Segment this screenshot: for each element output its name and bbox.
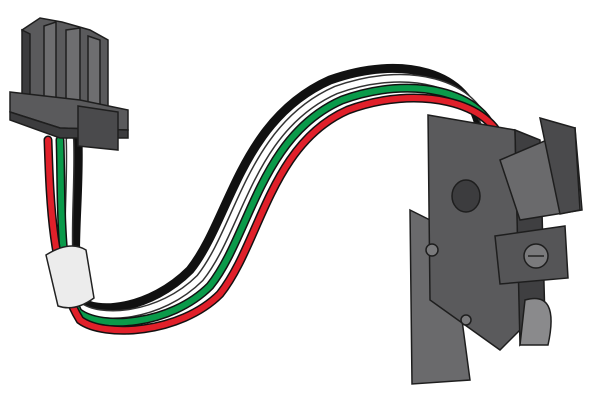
wire-sleeve: [45, 245, 95, 309]
mounting-hole: [451, 179, 481, 213]
rivet-icon: [460, 314, 472, 326]
sensor-bracket: [409, 114, 583, 385]
connector-plug: [9, 17, 129, 151]
screw-small-icon: [425, 243, 439, 257]
